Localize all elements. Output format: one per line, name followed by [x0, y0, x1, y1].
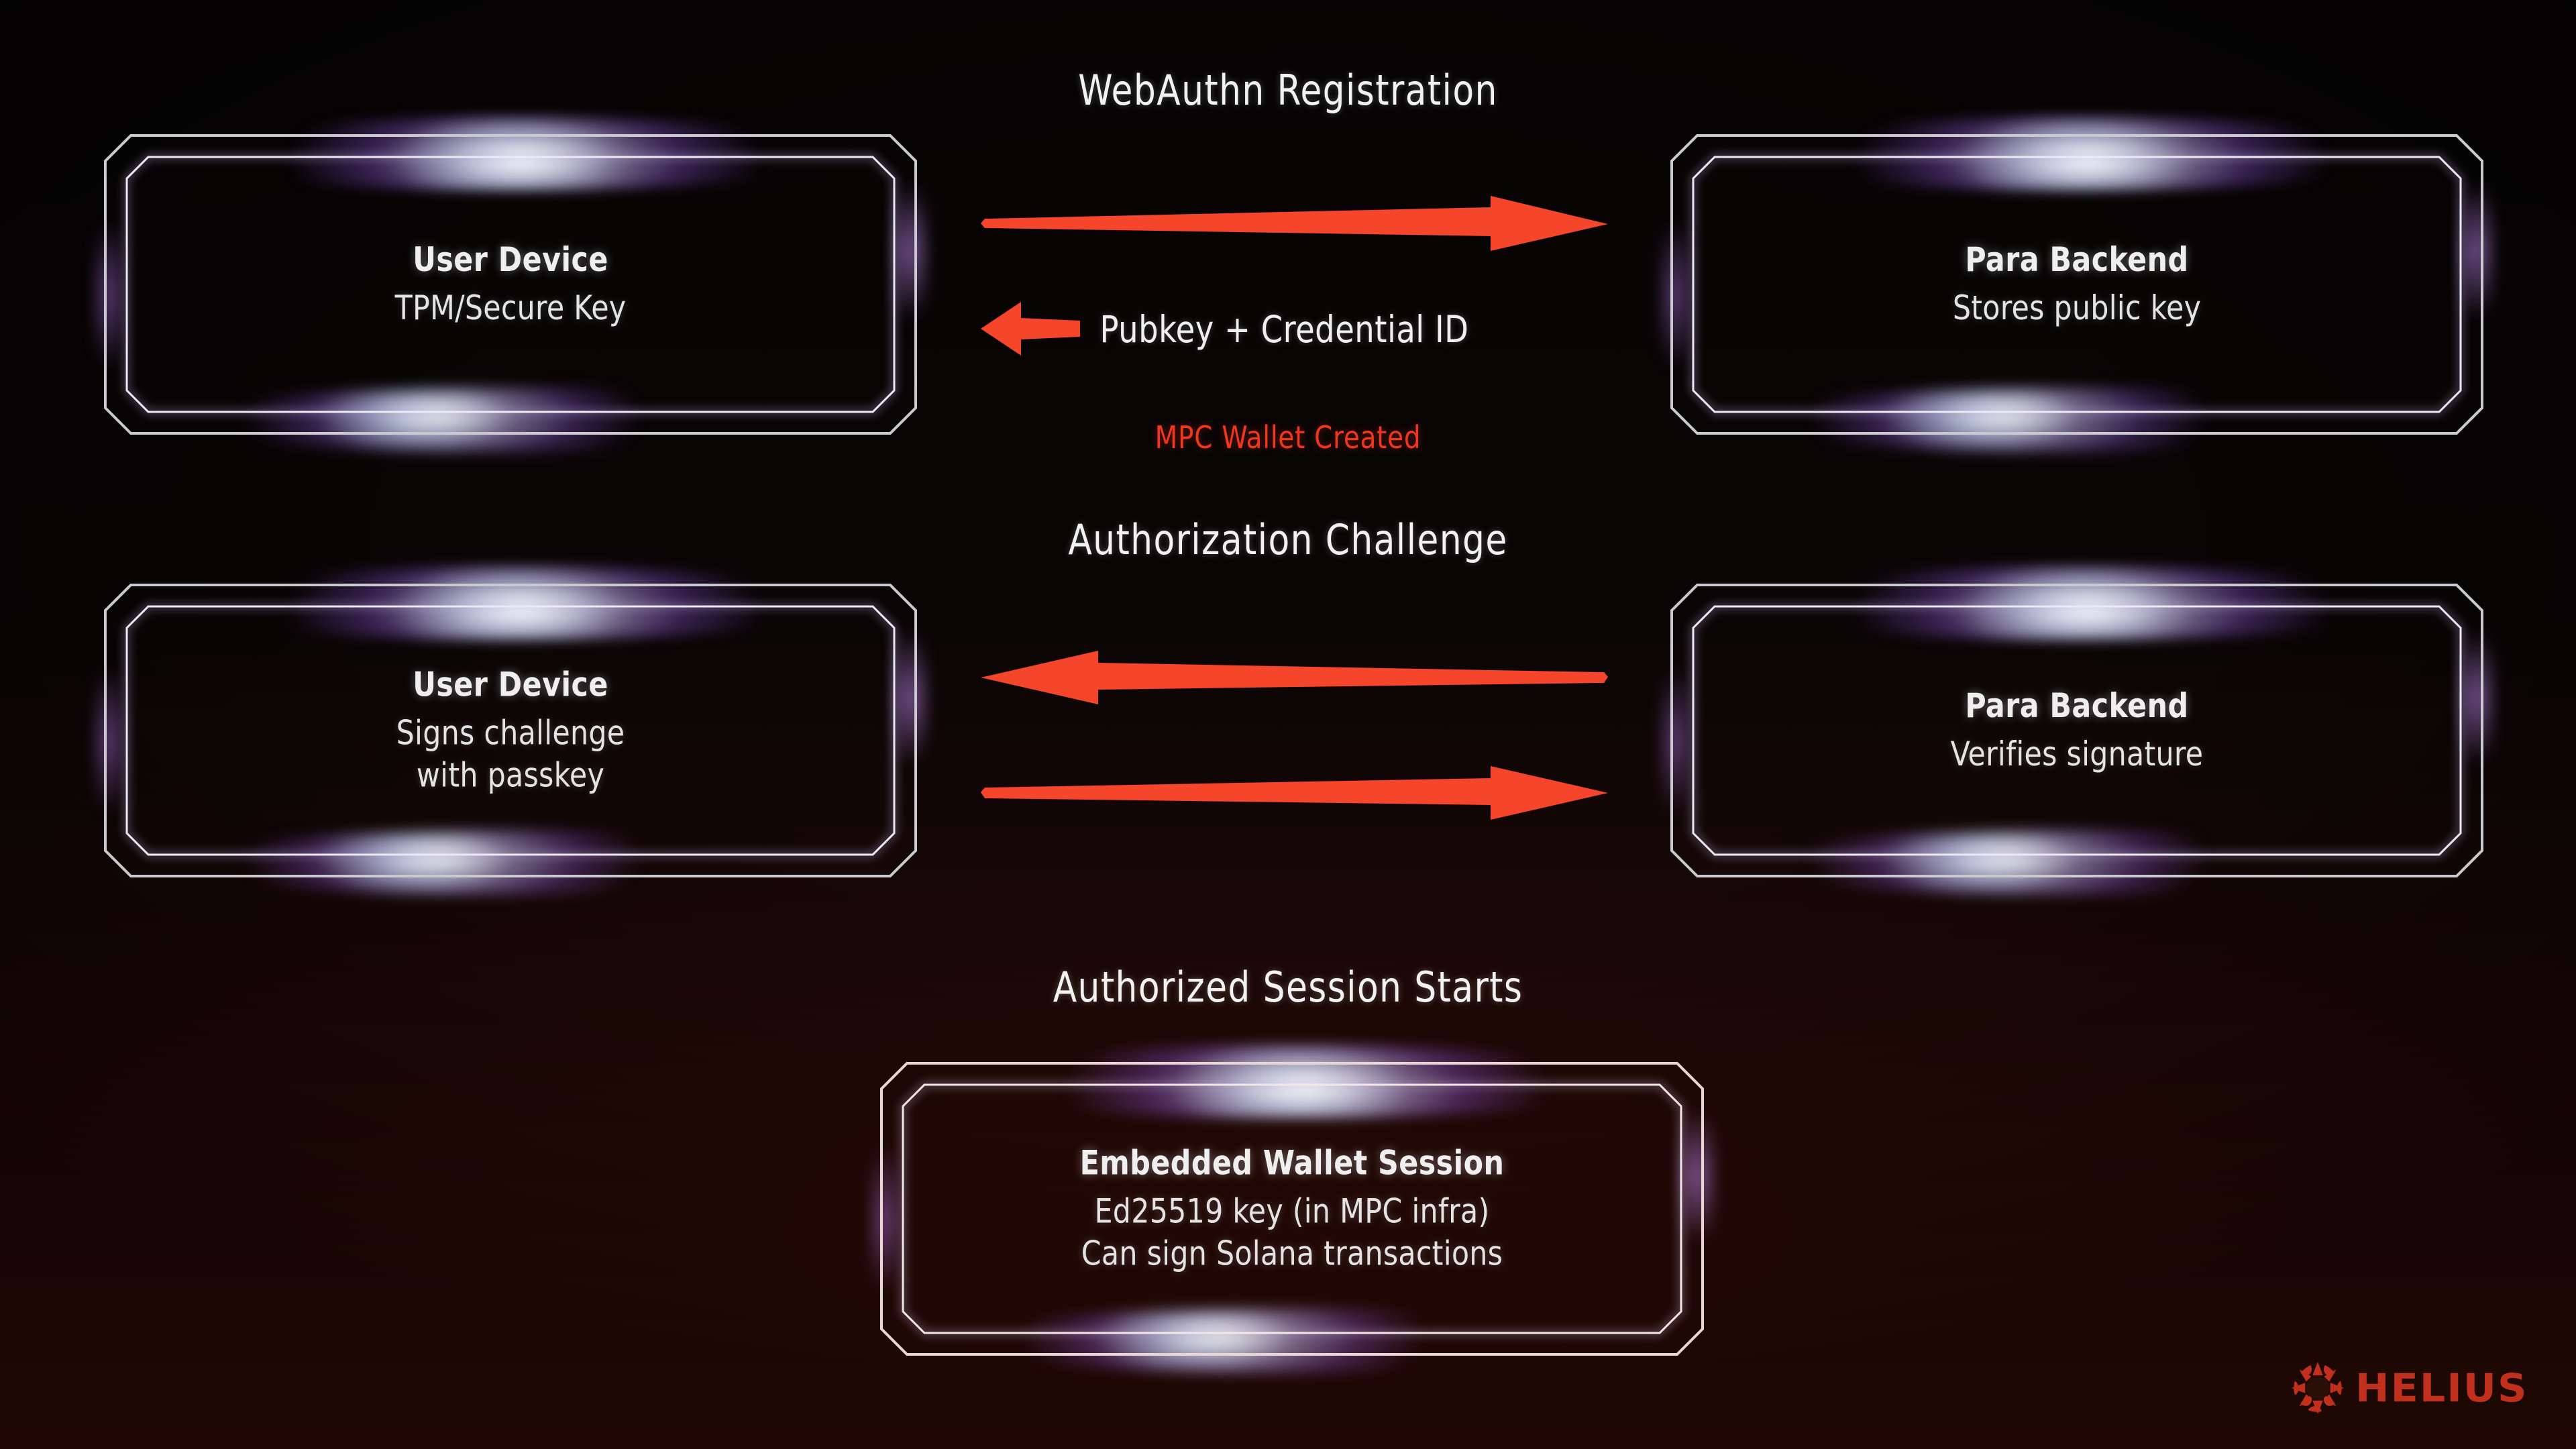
box-line: Verifies signature	[1950, 735, 2204, 773]
registration-response-arrow	[981, 302, 1080, 356]
box-line: with passkey	[416, 755, 605, 795]
box-title: User Device	[413, 665, 608, 704]
box-title: Para Backend	[1965, 686, 2189, 725]
box-para-backend-challenge: Para Backend Verifies signature	[1661, 566, 2493, 895]
arrow-label-pubkey-credential-id: Pubkey + Credential ID	[1099, 308, 1469, 351]
box-title: Embedded Wallet Session	[1079, 1143, 1505, 1183]
box-line: TPM/Secure Key	[394, 288, 627, 327]
box-content: User Device Signs challenge with passkey	[104, 665, 917, 797]
box-para-backend-registration: Para Backend Stores public key	[1661, 117, 2493, 452]
box-title: Para Backend	[1965, 240, 2189, 279]
box-frame-svg	[104, 584, 917, 877]
helius-logo: HELIUS	[2292, 1362, 2528, 1414]
box-title: User Device	[413, 240, 608, 279]
box-embedded-wallet-session: Embedded Wallet Session Ed25519 key (in …	[871, 1044, 1713, 1373]
section-title-authorization-challenge: Authorization Challenge	[1068, 515, 1508, 564]
registration-request-arrow	[981, 196, 1608, 251]
helius-wordmark: HELIUS	[2355, 1365, 2528, 1411]
note-mpc-wallet-created: MPC Wallet Created	[1155, 419, 1421, 455]
box-content: User Device TPM/Secure Key	[104, 239, 917, 329]
box-line: Can sign Solana transactions	[1081, 1234, 1503, 1273]
box-frame-svg	[1670, 134, 2483, 435]
box-line: Signs challenge	[396, 713, 625, 753]
challenge-response-arrow	[981, 766, 1608, 820]
box-content: Para Backend Verifies signature	[1670, 686, 2483, 775]
box-content: Para Backend Stores public key	[1670, 239, 2483, 329]
box-user-device-challenge: User Device Signs challenge with passkey	[95, 566, 926, 895]
helius-sun-icon	[2292, 1362, 2345, 1414]
box-content: Embedded Wallet Session Ed25519 key (in …	[880, 1143, 1704, 1275]
box-user-device-registration: User Device TPM/Secure Key	[95, 117, 926, 452]
challenge-issue-arrow	[981, 651, 1608, 704]
box-line: Ed25519 key (in MPC infra)	[1094, 1191, 1490, 1231]
box-frame-svg	[1670, 584, 2483, 877]
box-frame-svg	[104, 134, 917, 435]
section-title-authorized-session-starts: Authorized Session Starts	[1053, 963, 1523, 1012]
box-frame-svg	[880, 1062, 1704, 1356]
box-line: Stores public key	[1952, 288, 2202, 327]
section-title-webauthn-registration: WebAuthn Registration	[1078, 66, 1498, 115]
